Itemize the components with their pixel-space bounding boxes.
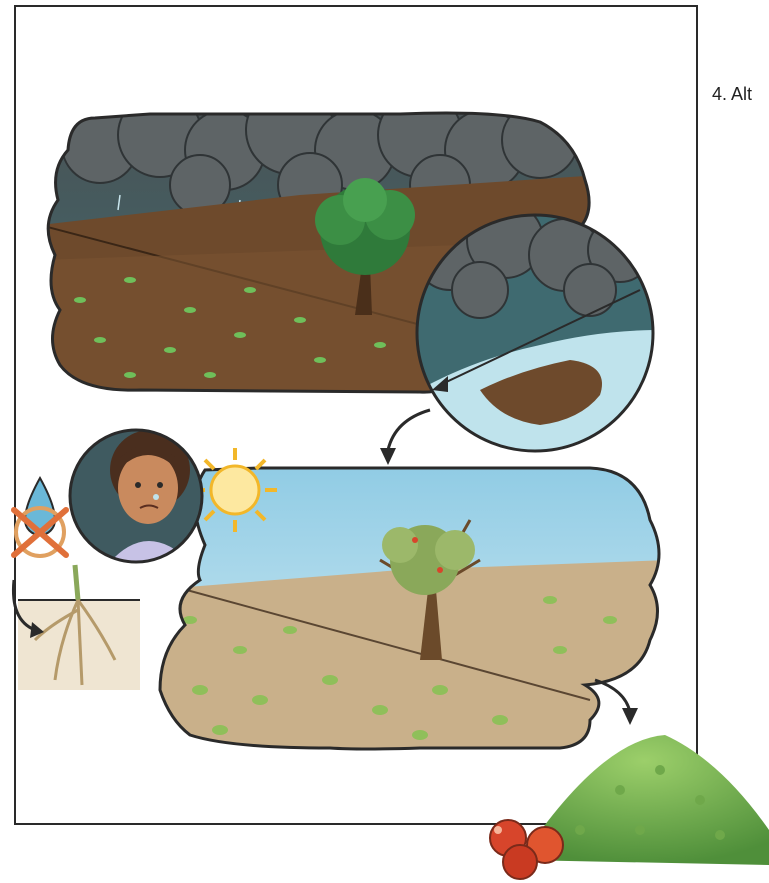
- worried-farmer-portrait: [70, 430, 202, 562]
- harvest-pile-with-fruit: [490, 735, 769, 879]
- flow-arrow-down: [380, 410, 430, 465]
- no-water-icon: [14, 478, 66, 556]
- apples: [490, 820, 563, 879]
- flow-arrow-harvest: [595, 680, 638, 725]
